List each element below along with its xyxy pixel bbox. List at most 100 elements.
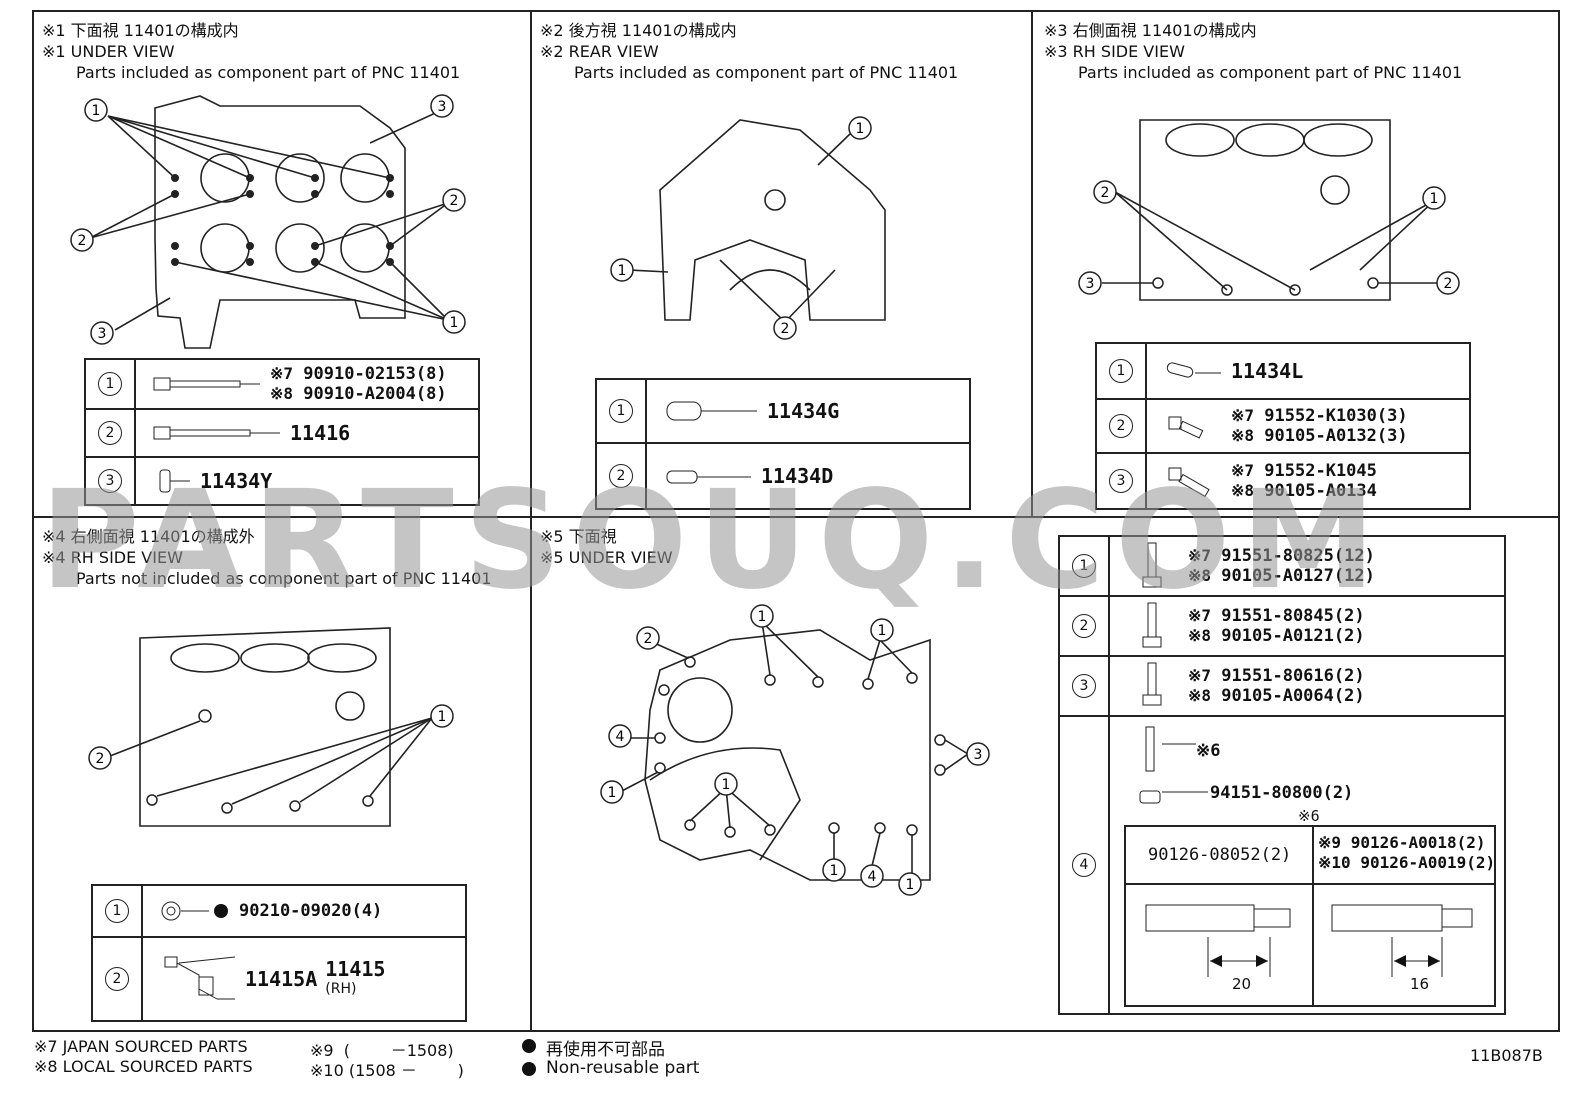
drain-cock-icon xyxy=(164,956,236,1000)
note-mark: ※7 xyxy=(1188,666,1212,685)
panel2-title-jp: ※2 後方視 11401の構成内 xyxy=(540,21,737,40)
leader-line xyxy=(1162,743,1196,745)
part-number: 90126-A0018(2) xyxy=(1350,833,1486,852)
part-number: 90910-02153(8) xyxy=(303,364,447,384)
panel1-title-jp: ※1 下面視 11401の構成内 xyxy=(42,21,239,40)
row-number: 2 xyxy=(609,464,633,488)
dimension-label: 16 xyxy=(1410,975,1430,993)
bullet-icon xyxy=(522,1039,536,1053)
callout-1: 1 xyxy=(608,785,617,801)
callout-1: 1 xyxy=(450,315,459,331)
footer-note-8: ※8 LOCAL SOURCED PARTS xyxy=(34,1057,253,1076)
bolt-icon xyxy=(1168,416,1204,439)
panel2-title-en: ※2 REAR VIEW xyxy=(540,42,659,61)
part-number: 90910-A2004(8) xyxy=(303,384,447,404)
divider-v2 xyxy=(1031,10,1033,518)
callout-4: 4 xyxy=(868,869,877,885)
part-number: 90105-A0064(2) xyxy=(1221,686,1365,706)
stud-bolt-icon xyxy=(1139,726,1161,804)
panel2-subtitle: Parts included as component part of PNC … xyxy=(574,63,959,82)
part-number: 90126-08052(2) xyxy=(1148,845,1292,865)
callout-2: 2 xyxy=(450,193,459,209)
row-number: 2 xyxy=(1109,414,1133,438)
panel1-subtitle: Parts included as component part of PNC … xyxy=(76,63,461,82)
note-mark: ※8 xyxy=(1231,426,1255,445)
row-number: 2 xyxy=(98,421,122,445)
footer-note-9: ※9 ( －1508) xyxy=(310,1041,454,1060)
note-mark: ※9 xyxy=(1318,833,1342,852)
callout-1: 1 xyxy=(758,609,767,625)
table-row: 3 ※7 91552-K1045 ※8 90105-A0134 xyxy=(1095,452,1471,510)
part-number: 90210-09020(4) xyxy=(239,901,383,921)
dowel-pin-icon xyxy=(159,469,190,493)
table-row: 1 90210-09020(4) xyxy=(91,884,467,938)
part-number: 91551-80845(2) xyxy=(1221,606,1365,626)
leader-line xyxy=(1162,791,1208,793)
panel4-parts-table: 1 90210-09020(4) 2 11415A 11415 (RH) xyxy=(91,884,467,1022)
footer-note-10: ※10 (1508 － ) xyxy=(310,1061,464,1080)
part-number: 11434G xyxy=(767,399,840,423)
panel5-engine-drawing: 1 1 2 4 1 1 3 1 4 1 xyxy=(600,604,990,896)
panel5-parts-table: 1 ※7 91551-80825(12) ※8 90105-A0127(12) … xyxy=(1058,535,1506,1015)
part-note: (RH) xyxy=(325,981,357,997)
row-number: 1 xyxy=(609,399,633,423)
callout-3: 3 xyxy=(1086,276,1095,292)
note-mark: ※8 xyxy=(1188,686,1212,705)
panel1-title: ※1 下面視 11401の構成内 ※1 UNDER VIEW Parts inc… xyxy=(42,20,460,83)
panel3-title-jp: ※3 右側面視 11401の構成内 xyxy=(1044,21,1257,40)
bolt-icon xyxy=(1142,662,1162,706)
callout-1: 1 xyxy=(618,263,627,279)
callout-2: 2 xyxy=(78,233,87,249)
divider-h1 xyxy=(32,516,1560,518)
panel5-title-jp: ※5 下面視 xyxy=(540,527,617,546)
part-number: 11416 xyxy=(290,421,351,445)
panel3-subtitle: Parts included as component part of PNC … xyxy=(1078,63,1463,82)
table-row: 1 ※7 90910-02153(8) ※8 90910-A2004(8) xyxy=(84,358,480,410)
callout-2: 2 xyxy=(644,631,653,647)
panel4-title: ※4 右側面視 11401の構成外 ※4 RH SIDE VIEW Parts … xyxy=(42,526,492,589)
dowel-pin-icon xyxy=(1166,362,1221,378)
part-number: 90126-A0019(2) xyxy=(1360,853,1496,872)
legend-en: Non-reusable part xyxy=(546,1058,700,1078)
note-mark: ※7 xyxy=(1231,461,1255,480)
callout-2: 2 xyxy=(1101,185,1110,201)
panel1-parts-table: 1 ※7 90910-02153(8) ※8 90910-A2004(8) 2 … xyxy=(84,358,480,506)
note-mark: ※6 xyxy=(1196,741,1221,761)
row-number: 1 xyxy=(98,372,122,396)
stud-16-icon xyxy=(1331,904,1473,977)
part-number: 11434D xyxy=(761,464,834,488)
row-number: 2 xyxy=(1072,614,1096,638)
bolt-icon xyxy=(1168,467,1210,498)
stud-subtable: 90126-08052(2) ※9 90126-A0018(2) ※10 901… xyxy=(1124,825,1496,1007)
part-number: 90105-A0134 xyxy=(1264,481,1377,501)
table-row: 2 11416 xyxy=(84,408,480,458)
table-row: 3 ※7 91551-80616(2) ※8 90105-A0064(2) xyxy=(1058,655,1506,717)
note-mark: ※6 xyxy=(1298,807,1320,825)
row-number: 4 xyxy=(1072,853,1096,877)
note-mark: ※7 xyxy=(1188,606,1212,625)
part-number: 11434L xyxy=(1231,359,1304,383)
table-row: 3 11434Y xyxy=(84,456,480,506)
callout-1: 1 xyxy=(92,103,101,119)
row-number: 2 xyxy=(105,967,129,991)
panel4-title-en: ※4 RH SIDE VIEW xyxy=(42,548,183,567)
note-mark: ※8 xyxy=(270,384,294,403)
callout-1: 1 xyxy=(830,863,839,879)
table-row: 1 11434L xyxy=(1095,342,1471,400)
callout-3: 3 xyxy=(974,747,983,763)
part-number: 11415 xyxy=(325,957,386,981)
callout-2: 2 xyxy=(781,321,790,337)
callout-4: 4 xyxy=(616,729,625,745)
panel2-title: ※2 後方視 11401の構成内 ※2 REAR VIEW Parts incl… xyxy=(540,20,958,83)
note-mark: ※8 xyxy=(1231,481,1255,500)
bullet-icon xyxy=(522,1062,536,1076)
panel4-subtitle: Parts not included as component part of … xyxy=(76,569,492,588)
row-number: 1 xyxy=(105,899,129,923)
legend-jp: 再使用不可部品 xyxy=(546,1040,665,1060)
callout-2: 2 xyxy=(1444,276,1453,292)
panel3-engine-drawing: 2 1 3 2 xyxy=(1078,119,1460,301)
callout-1: 1 xyxy=(856,121,865,137)
stud-20-icon xyxy=(1145,904,1291,977)
part-number: 90105-A0127(12) xyxy=(1221,566,1375,586)
diagram-code: 11B087B xyxy=(1470,1046,1543,1065)
